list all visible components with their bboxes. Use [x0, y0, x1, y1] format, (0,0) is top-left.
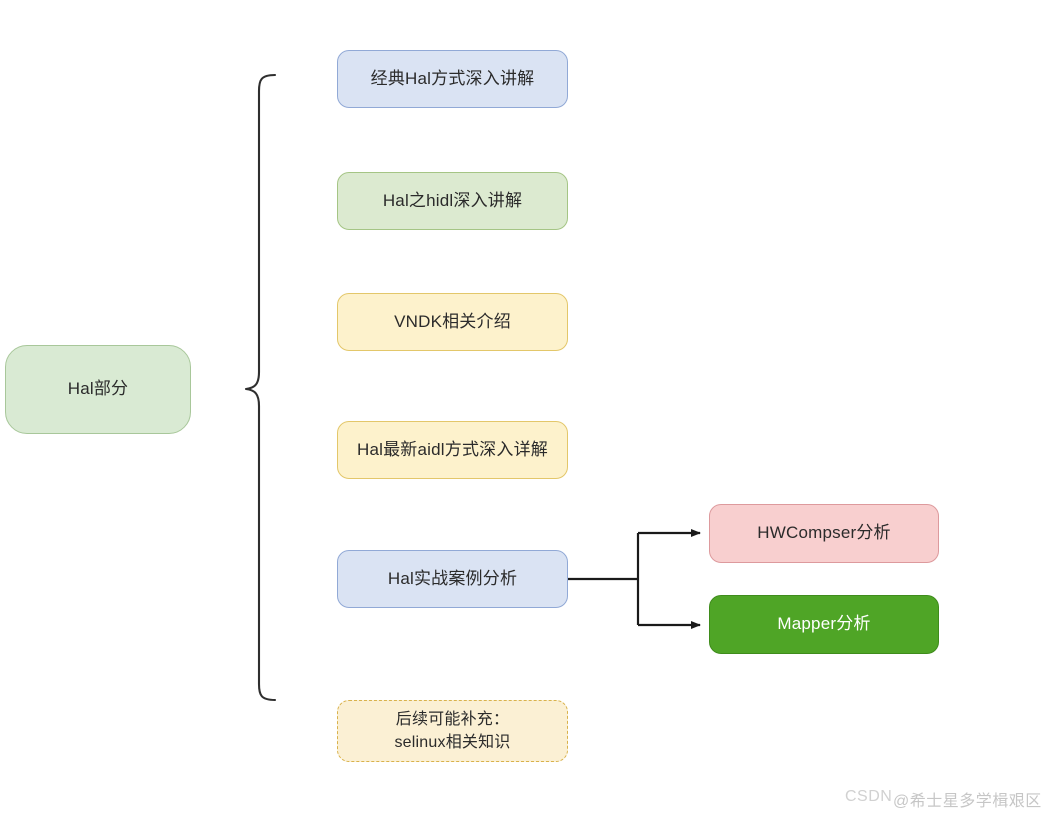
- csdn-watermark: CSDN @希士星多学楫艰区: [845, 786, 1050, 812]
- node-vndk-intro[interactable]: VNDK相关介绍: [337, 293, 568, 351]
- branch-to-leaves-connector: [568, 529, 701, 629]
- node-hal-aidl[interactable]: Hal最新aidl方式深入详解: [337, 421, 568, 479]
- node-mapper-analysis[interactable]: Mapper分析: [709, 595, 939, 654]
- watermark-secondary-text: @希士星多学楫艰区: [893, 793, 1042, 810]
- node-classic-hal[interactable]: 经典Hal方式深入讲解: [337, 50, 568, 108]
- node-hwcompser-analysis[interactable]: HWCompser分析: [709, 504, 939, 563]
- node-future-selinux[interactable]: 后续可能补充： selinux相关知识: [337, 700, 568, 762]
- node-hal-root[interactable]: Hal部分: [5, 345, 191, 434]
- node-hal-hidl[interactable]: Hal之hidl深入讲解: [337, 172, 568, 230]
- curly-brace-icon: [244, 73, 277, 702]
- watermark-primary-text: CSDN: [845, 788, 893, 805]
- node-hal-case-study[interactable]: Hal实战案例分析: [337, 550, 568, 608]
